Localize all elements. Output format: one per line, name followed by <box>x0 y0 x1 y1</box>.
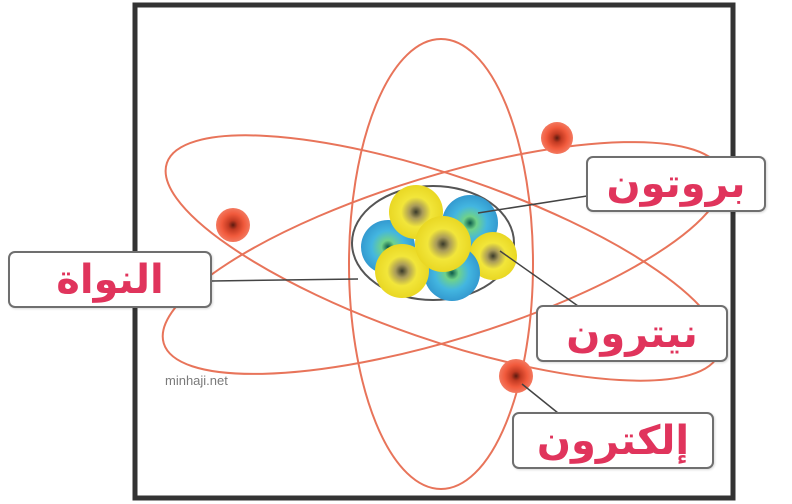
label-electron: إلكترون <box>512 412 714 469</box>
neutron-particle <box>375 244 429 298</box>
neutron-particle <box>469 232 517 280</box>
leader-line-proton <box>477 195 588 214</box>
watermark-text: minhaji.net <box>165 373 228 388</box>
electron-top-right <box>541 122 573 154</box>
leader-line-nucleus <box>211 278 359 282</box>
label-nucleus: النواة <box>8 251 212 308</box>
electron-left <box>216 208 250 242</box>
electron-bottom <box>499 359 533 393</box>
nucleus <box>351 185 517 301</box>
neutron-particle <box>415 216 471 272</box>
label-neutron: نيترون <box>536 305 728 362</box>
orbit-vertical <box>348 38 534 490</box>
leader-line-electron <box>521 383 559 414</box>
electrons <box>216 122 573 393</box>
label-proton: بروتون <box>586 156 766 212</box>
leader-lines <box>211 195 588 414</box>
leader-line-neutron <box>499 250 579 307</box>
